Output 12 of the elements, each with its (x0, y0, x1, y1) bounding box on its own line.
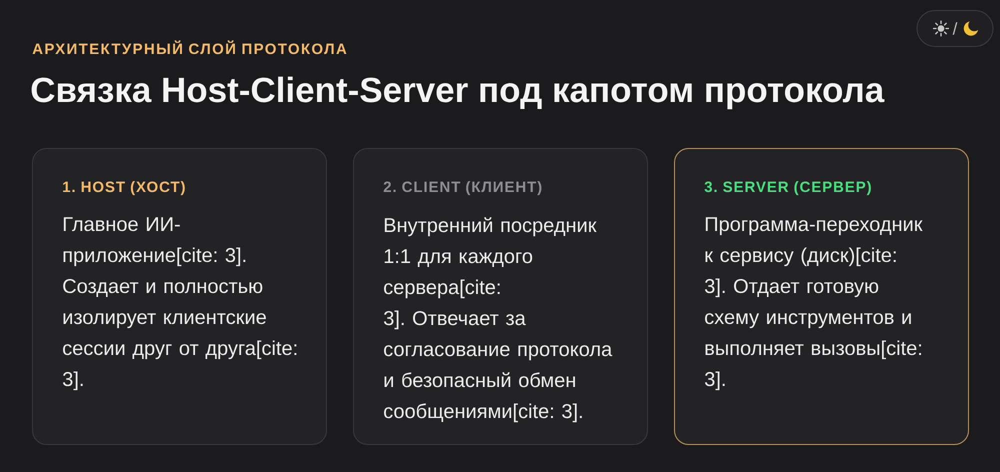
card-text: Главное ИИ-приложение[cite: 3]. Создает и полностью изолирует клиентские сессии друг от друга[cite: 3]. (62, 217, 296, 390)
card-text: Программа-переходник к сервису (диск)[cite: 3]. Отдает готовую схему инструментов и выполняет вызовы[cite: 3]. (704, 217, 923, 390)
card (674, 148, 969, 445)
card-heading: 2. CLIENT (КЛИЕНТ) (384, 181, 542, 196)
theme-toggle-button: / (916, 10, 994, 47)
card-text: Внутренний посредник 1:1 для каждого сервера[cite: 3]. Отвечает за согласование протокола и безопасный обмен сообщениями[cite: 3]. (384, 217, 612, 422)
card-heading: 1. HOST (ХОСТ) (63, 181, 185, 196)
section-label: АРХИТЕКТУРНЫЙ СЛОЙ ПРОТОКОЛА (32, 40, 346, 54)
title: Связка Host-Client-Server под капотом протокола (32, 76, 884, 110)
card (32, 148, 327, 445)
card-heading: 3. SERVER (СЕРВЕР) (704, 181, 871, 196)
card (353, 148, 648, 445)
